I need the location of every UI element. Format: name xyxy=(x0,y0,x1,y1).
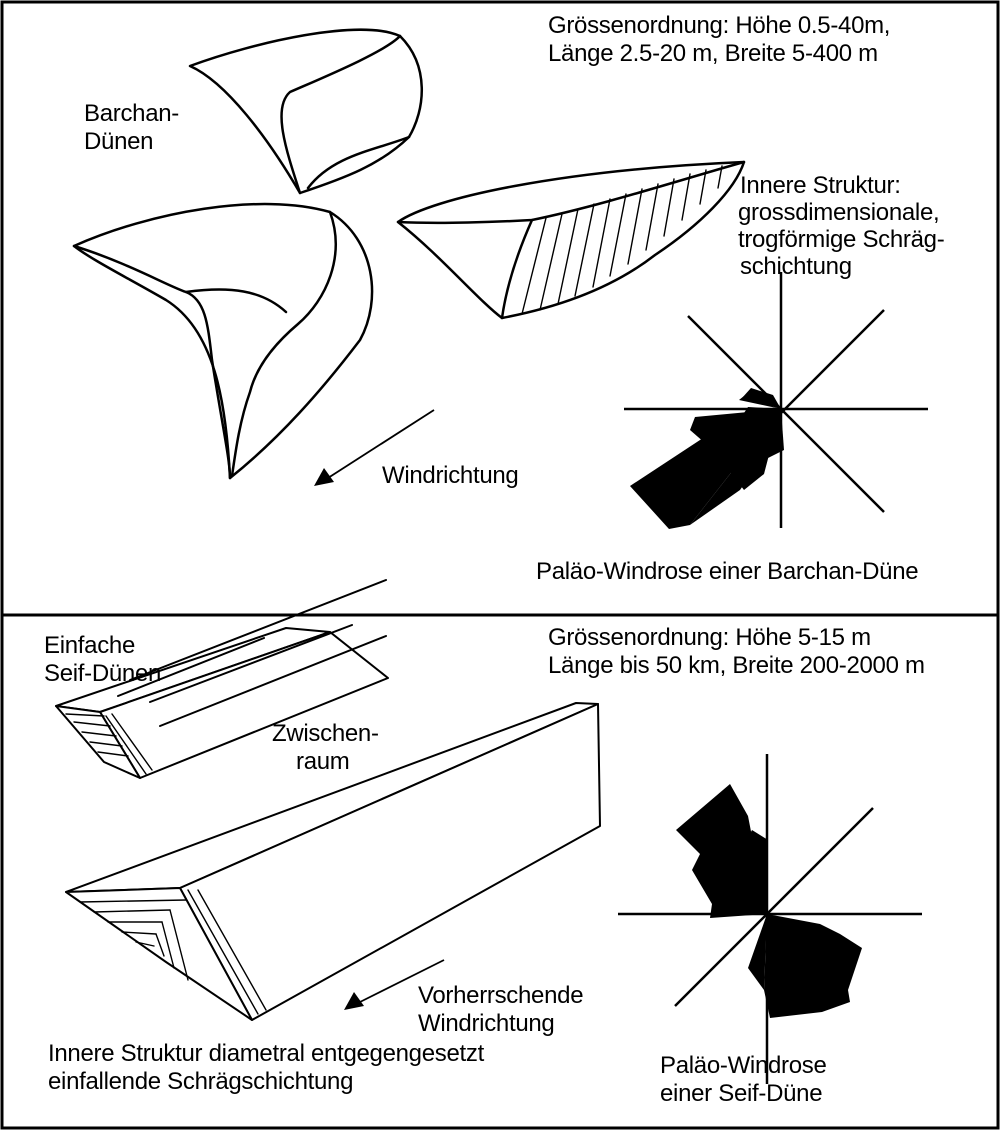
seif-size-line2: Länge bis 50 km, Breite 200-2000 m xyxy=(548,652,925,679)
large-barchan-dune xyxy=(72,202,374,480)
seif-ridge-line xyxy=(149,624,353,703)
barchan-size-line1: Grössenordnung: Höhe 0.5-40m, xyxy=(548,12,891,39)
barchan-structure-line1: Innere Struktur: xyxy=(740,172,901,199)
barchan-size-line2: Länge 2.5-20 m, Breite 5-400 m xyxy=(548,40,878,67)
barchan-windrose-caption: Paläo-Windrose einer Barchan-Düne xyxy=(536,558,919,585)
large-seif-dune xyxy=(65,702,601,1021)
barchan-label-line1: Barchan- xyxy=(84,100,179,127)
prevailing-wind-arrow xyxy=(344,959,445,1010)
barchan-label-line2: Dünen xyxy=(84,128,154,155)
barchan-windrose xyxy=(624,272,928,529)
gap-label-line2: raum xyxy=(296,748,350,775)
seif-windrose-caption-line2: einer Seif-Düne xyxy=(660,1080,823,1107)
prevailing-wind-line2: Windrichtung xyxy=(418,1010,555,1037)
seif-structure-line2: einfallende Schrägschichtung xyxy=(48,1068,354,1095)
barchan-ridge-dune xyxy=(396,160,746,320)
barchan-structure-line4: schichtung xyxy=(740,253,852,280)
barchan-structure-line2: grossdimensionale, xyxy=(738,199,940,226)
small-barchan-dune xyxy=(188,28,423,195)
seif-structure-line1: Innere Struktur diametral entgegengesetz… xyxy=(48,1040,484,1067)
wind-direction-label: Windrichtung xyxy=(382,462,519,489)
seif-ridge-line xyxy=(129,579,387,681)
seif-windrose xyxy=(618,754,922,1084)
seif-windrose-caption-line1: Paläo-Windrose xyxy=(660,1052,827,1079)
seif-label-line2: Seif-Dünen xyxy=(44,660,162,687)
seif-size-line1: Grössenordnung: Höhe 5-15 m xyxy=(548,624,871,651)
gap-label-line1: Zwischen- xyxy=(272,720,379,747)
seif-ridge-line xyxy=(159,635,387,727)
prevailing-wind-line1: Vorherrschende xyxy=(418,982,584,1009)
simple-seif-dune xyxy=(55,627,389,779)
seif-ridge-line xyxy=(117,637,265,697)
seif-label-line1: Einfache xyxy=(44,632,135,659)
wind-direction-arrow xyxy=(314,409,435,486)
barchan-structure-line3: trogförmige Schräg- xyxy=(738,226,945,253)
